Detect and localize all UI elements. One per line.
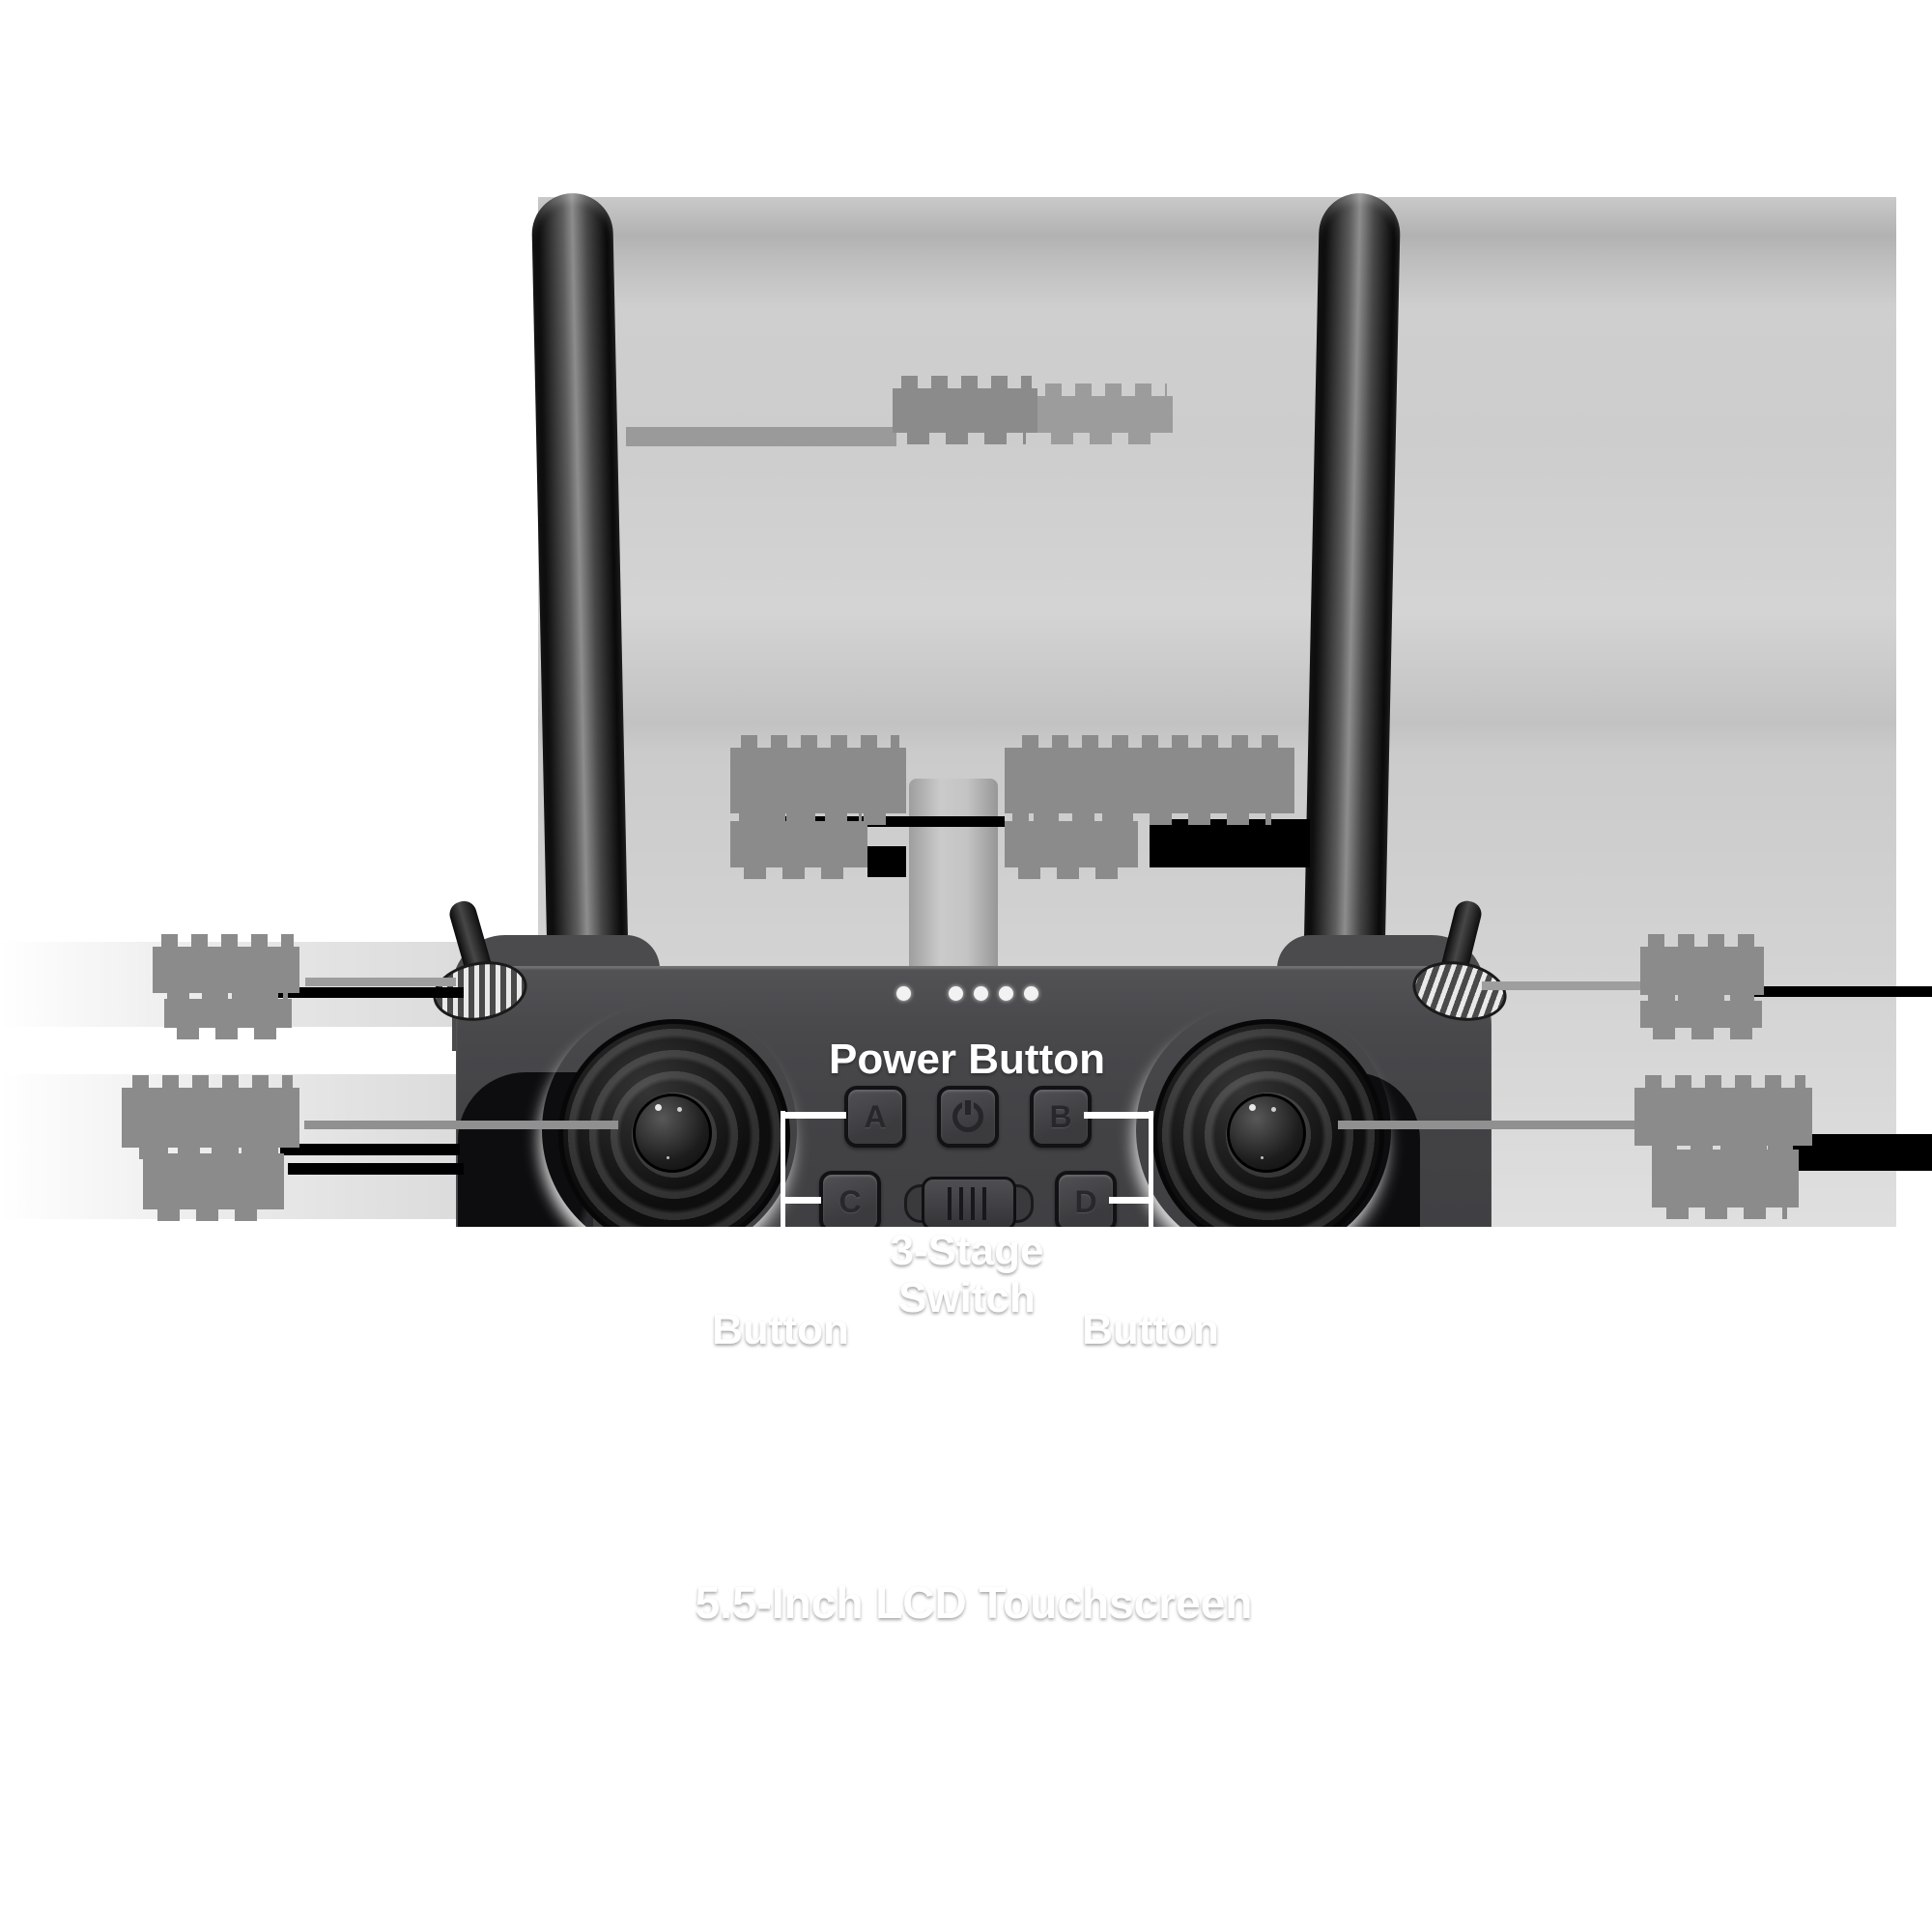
antenna-stand	[909, 779, 998, 983]
right-joystick-cap	[1227, 1094, 1306, 1173]
three-stage-switch-label-line1: 3-Stage	[890, 1227, 1044, 1274]
power-button	[937, 1086, 999, 1148]
status-led	[1024, 986, 1038, 1001]
switch-ridges	[948, 1187, 990, 1220]
three-stage-switch-label-line2: Switch	[898, 1274, 1036, 1322]
button-b: B	[1030, 1086, 1092, 1148]
redaction-fragment	[867, 846, 906, 877]
status-led	[949, 986, 963, 1001]
redacted-label-mid-left	[730, 735, 906, 825]
callout-line-left-toggle-dark	[274, 987, 464, 998]
redaction-fragment	[1793, 1134, 1932, 1171]
callout-line-left-toggle	[305, 978, 456, 986]
redacted-label-left-row1-2	[164, 986, 292, 1039]
redacted-label-right-row1-2	[1640, 988, 1762, 1039]
button-a: A	[844, 1086, 906, 1148]
callout-line-left-joystick	[304, 1121, 618, 1129]
redaction-fragment	[288, 1163, 464, 1175]
status-led	[896, 986, 911, 1001]
right-antenna	[1303, 192, 1402, 979]
touchscreen-label: 5.5-Inch LCD Touchscreen	[695, 1577, 1253, 1628]
redacted-label-right-row2-2	[1652, 1137, 1799, 1219]
callout-line-vertical-left	[781, 1111, 785, 1302]
redacted-label-mid-right-2	[1005, 809, 1138, 879]
three-stage-switch-knob	[922, 1177, 1016, 1231]
callout-line-button-b	[1084, 1112, 1150, 1119]
callout-line-right-toggle	[1482, 981, 1640, 990]
redacted-label-left-row2-2	[143, 1141, 284, 1221]
three-stage-switch-label: 3-Stage Switch	[1, 1227, 1932, 1932]
left-joystick-cap	[633, 1094, 712, 1173]
redaction-fragment	[1748, 986, 1932, 997]
redacted-label-left-row2	[122, 1075, 299, 1159]
right-button-label: Button	[1082, 1306, 1219, 1353]
callout-line-button-a	[782, 1112, 846, 1119]
callout-line-button-d	[1109, 1197, 1151, 1204]
status-led	[999, 986, 1013, 1001]
left-antenna	[530, 192, 629, 979]
redacted-label-mid-left-2	[730, 809, 867, 879]
redacted-label-top-center-2	[1037, 384, 1173, 444]
status-led	[974, 986, 988, 1001]
callout-line-vertical-right	[1149, 1111, 1153, 1302]
redacted-label-mid-right	[1005, 735, 1294, 825]
power-icon	[952, 1100, 983, 1132]
redacted-label-top-center	[893, 376, 1037, 444]
callout-line-antenna	[626, 427, 896, 446]
redaction-fragment	[280, 1144, 460, 1155]
left-button-label: Button	[712, 1306, 849, 1353]
callout-line-button-c	[782, 1197, 821, 1204]
redaction-fragment	[1150, 819, 1310, 867]
power-button-label: Power Button	[829, 1036, 1105, 1083]
callout-line-right-joystick	[1338, 1121, 1638, 1129]
button-d: D	[1055, 1171, 1117, 1233]
button-c: C	[819, 1171, 881, 1233]
